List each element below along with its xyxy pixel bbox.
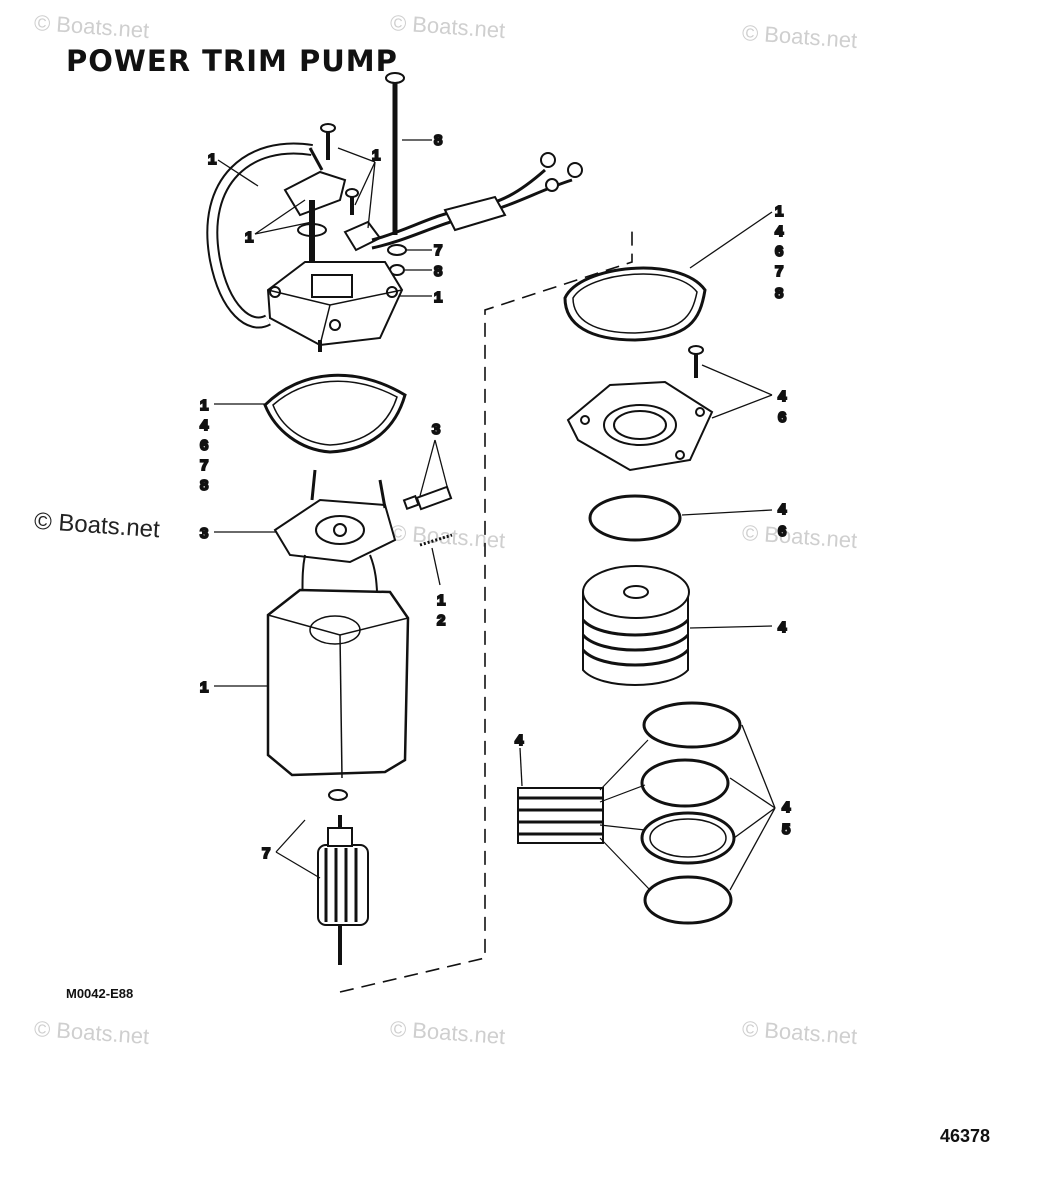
drawing-code: M0042-E88 xyxy=(66,986,134,1001)
callout-plate-screw-1: 4 xyxy=(778,388,787,405)
callout-spring-1: 1 xyxy=(437,592,445,609)
callout-washer-8: 8 xyxy=(434,263,442,280)
callout-brush-parts: 3 xyxy=(432,421,440,438)
o-rings-lower xyxy=(640,701,742,925)
armature xyxy=(317,789,369,965)
callout-armature: 7 xyxy=(262,845,270,862)
callout-o-rings-lower-2: 5 xyxy=(782,821,790,838)
motor-frame xyxy=(266,588,410,779)
callout-long-bolt: 8 xyxy=(434,132,442,149)
callout-washer-7: 7 xyxy=(434,242,442,259)
callout-gasket-right-1: 1 xyxy=(775,203,783,220)
pump-cap-assembly xyxy=(206,72,583,352)
document-number: 46378 xyxy=(940,1126,991,1146)
gasket-left xyxy=(263,373,407,454)
callout-gasket-left-5: 8 xyxy=(200,477,208,494)
filter-stack xyxy=(517,787,604,844)
end-plate xyxy=(566,345,714,472)
callout-o-rings-lower-1: 4 xyxy=(782,799,791,816)
callout-brush-plate: 3 xyxy=(200,525,208,542)
callout-gasket-right-3: 6 xyxy=(775,243,783,260)
leader-lines xyxy=(214,139,776,891)
gasket-right xyxy=(563,266,707,342)
callout-gasket-left-4: 7 xyxy=(200,457,208,474)
callout-filter-stack: 4 xyxy=(515,732,524,749)
o-ring-upper xyxy=(588,494,682,542)
callout-plate-screw-2: 6 xyxy=(778,409,786,426)
callout-gasket-left-1: 1 xyxy=(200,397,208,414)
callout-o-ring-upper-2: 6 xyxy=(778,523,786,540)
callout-gasket-right-4: 7 xyxy=(775,263,783,280)
brush-parts xyxy=(402,485,453,547)
assembly-dashed-line xyxy=(339,225,633,993)
callout-cap-body: 1 xyxy=(434,289,442,306)
callout-gasket-left-2: 4 xyxy=(200,417,209,434)
callout-motor-frame: 1 xyxy=(200,679,208,696)
callout-gasket-right-2: 4 xyxy=(775,223,784,240)
callout-gasket-left-3: 6 xyxy=(200,437,208,454)
callout-o-ring-upper-1: 4 xyxy=(778,501,787,518)
callout-screws-left: 1 xyxy=(245,229,253,246)
callout-spring-2: 2 xyxy=(437,612,445,629)
callout-screws-top: 1 xyxy=(372,147,380,164)
diagram-title: POWER TRIM PUMP xyxy=(66,44,398,78)
callout-gasket-right-5: 8 xyxy=(775,285,783,302)
pump-body xyxy=(581,565,690,686)
callout-cap-hose: 1 xyxy=(208,151,216,168)
callout-pump-body: 4 xyxy=(778,619,787,636)
